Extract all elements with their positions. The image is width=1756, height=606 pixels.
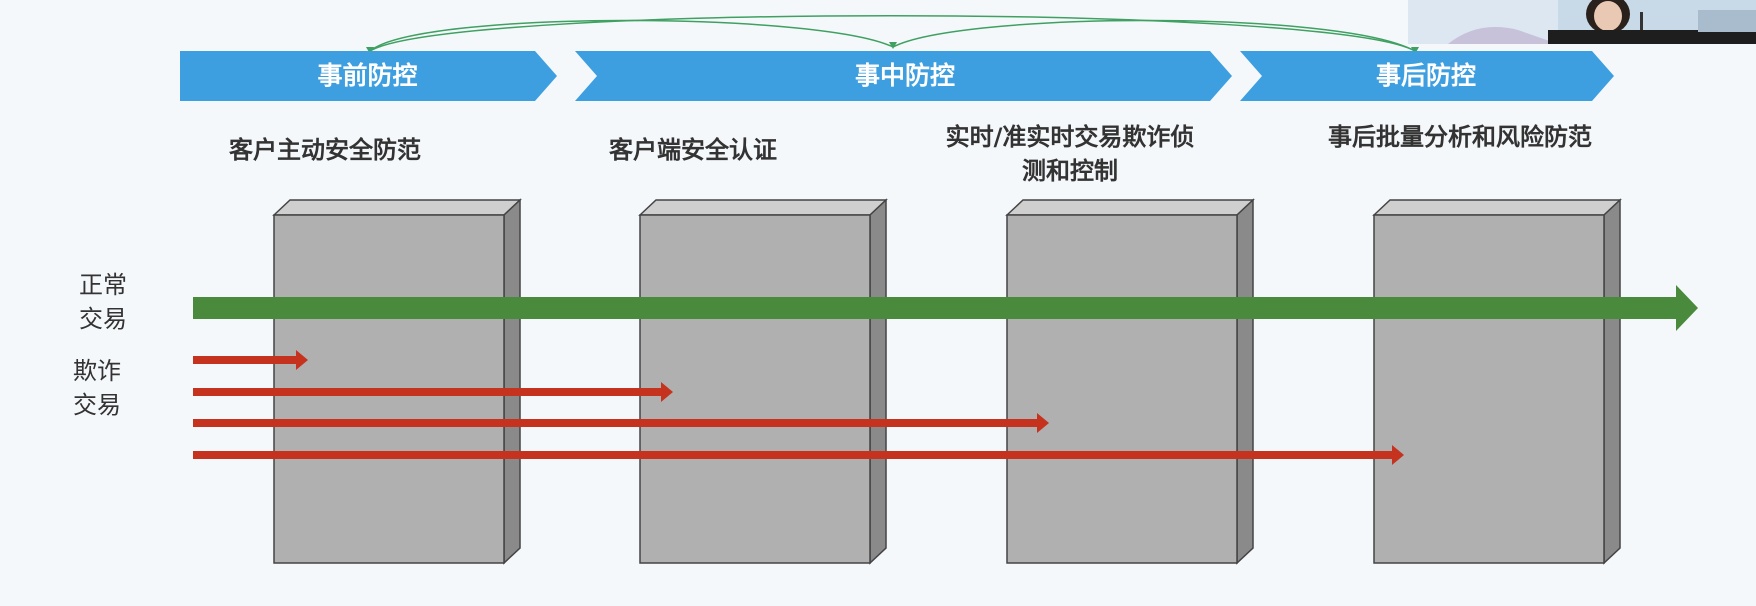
fraud-arrow-1-head	[296, 350, 308, 370]
normal-label-line-2: 交易	[79, 305, 127, 333]
stage-caption-3-line-2: 测和控制	[1022, 157, 1118, 185]
fraud-transaction-label: 欺诈 交易	[62, 354, 132, 422]
fraud-label-line-2: 交易	[73, 391, 121, 419]
layer-label-post: 事后防控	[1375, 61, 1476, 90]
defense-walls	[272, 198, 1622, 565]
fraud-arrow-2-shaft	[193, 388, 663, 396]
fraud-arrow-3-head	[1037, 413, 1049, 433]
wall-3-top	[1005, 199, 1255, 216]
chevron-mid	[575, 51, 1232, 101]
stage-caption-3: 实时/准实时交易欺诈侦 测和控制	[880, 120, 1260, 188]
stage-caption-1-line-1: 客户主动安全防范	[229, 136, 421, 164]
wall-1-side	[503, 198, 521, 565]
layer-chevrons	[180, 51, 1614, 101]
layer-label-pre: 事前防控	[317, 61, 418, 90]
chevron-pre	[180, 51, 557, 101]
presenter-video-icon	[1408, 0, 1756, 44]
wall-4-side	[1603, 198, 1621, 565]
connector-arrowhead-1	[366, 47, 374, 54]
presenter-video-thumbnail	[1408, 0, 1756, 44]
fraud-arrow-1-shaft	[193, 356, 298, 364]
normal-arrow-head	[1676, 285, 1698, 331]
wall-2-side	[869, 198, 887, 565]
wall-2-front	[639, 214, 871, 564]
wall-4-front	[1373, 214, 1605, 564]
stage-caption-4: 事后批量分析和风险防范	[1280, 120, 1640, 154]
stage-caption-2: 客户端安全认证	[518, 133, 868, 167]
connector-mid-to-post	[892, 19, 1416, 52]
fraud-arrow-2-head	[661, 382, 673, 402]
connector-arrowhead-3	[1411, 47, 1419, 54]
connector-arrowhead-2	[889, 42, 897, 49]
transaction-arrows	[193, 285, 1698, 465]
normal-arrow-shaft	[193, 297, 1678, 319]
fraud-arrow-4-shaft	[193, 451, 1394, 459]
chevron-post	[1240, 51, 1614, 101]
stage-caption-4-line-1: 事后批量分析和风险防范	[1328, 123, 1592, 151]
fraud-label-line-1: 欺诈	[73, 357, 121, 385]
stage-caption-1: 客户主动安全防范	[150, 133, 500, 167]
normal-label-line-1: 正常	[79, 271, 127, 299]
layer-label-mid: 事中防控	[854, 61, 955, 90]
stage-caption-3-line-1: 实时/准实时交易欺诈侦	[945, 123, 1195, 151]
wall-1-top	[272, 199, 522, 216]
wall-3-side	[1236, 198, 1254, 565]
wall-4-top	[1372, 199, 1622, 216]
connector-pre-to-mid	[369, 19, 894, 52]
connector-pre-to-post	[369, 15, 1416, 52]
fraud-arrow-4-head	[1392, 445, 1404, 465]
wall-2-top	[638, 199, 888, 216]
fraud-arrow-3-shaft	[193, 419, 1039, 427]
wall-3-front	[1006, 214, 1238, 564]
stage-caption-2-line-1: 客户端安全认证	[609, 136, 777, 164]
layer-connectors	[366, 15, 1419, 54]
normal-transaction-label: 正常 交易	[68, 268, 138, 336]
